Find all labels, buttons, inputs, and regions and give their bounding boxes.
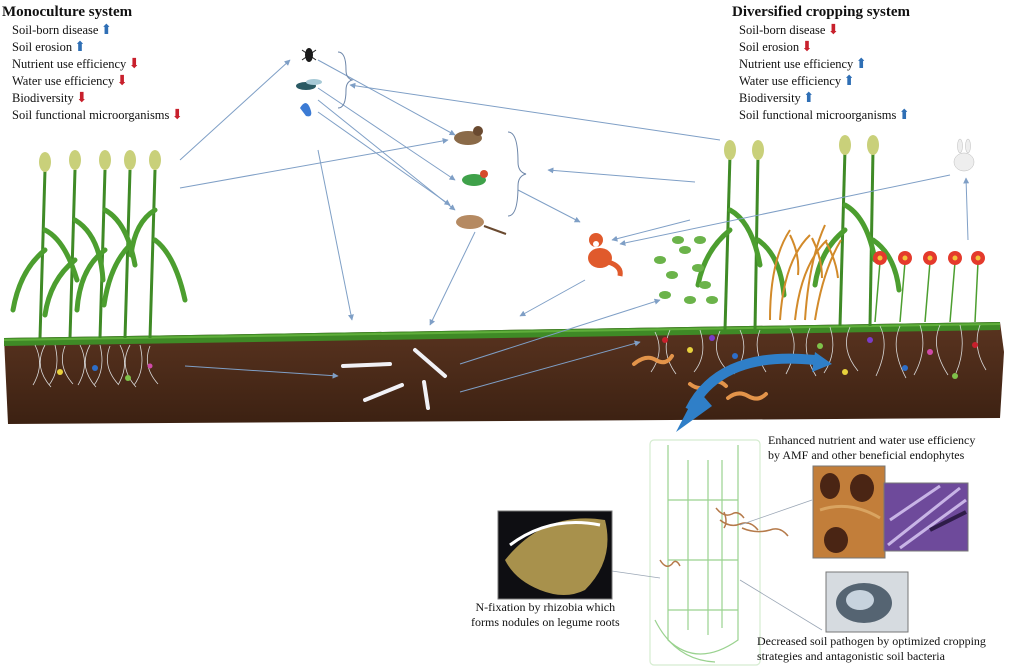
arrow-down-icon: ⬇ xyxy=(171,108,184,123)
diversified-effect-item: Soil functional microorganisms⬆ xyxy=(739,107,910,124)
monoculture-effect-item-label: Soil erosion xyxy=(12,40,73,54)
fox xyxy=(588,233,623,277)
bones xyxy=(341,348,447,410)
arrow-down-icon: ⬇ xyxy=(128,57,141,72)
pathogen-caption: Decreased soil pathogen by optimized cro… xyxy=(757,634,986,664)
pathogen-caption-line1: Decreased soil pathogen by optimized cro… xyxy=(757,634,986,648)
monoculture-title: Monoculture system xyxy=(2,4,133,20)
monoculture-effect-item: Soil-born disease⬆ xyxy=(12,22,183,39)
arrow-up-icon: ⬆ xyxy=(855,57,868,72)
arrow-up-icon: ⬆ xyxy=(898,108,911,123)
pathogen-caption-line2: strategies and antagonistic soil bacteri… xyxy=(757,649,945,663)
monoculture-effect-item: Water use efficiency⬇ xyxy=(12,73,183,90)
amf-caption-line1: Enhanced nutrient and water use efficien… xyxy=(768,433,976,447)
grouping-brackets xyxy=(337,51,527,217)
rhizobia-caption-line2: forms nodules on legume roots xyxy=(471,615,620,629)
diversified-effect-item-label: Water use efficiency xyxy=(739,74,842,88)
rabbit xyxy=(953,138,975,172)
monoculture-corn xyxy=(10,150,188,339)
rhizobia-caption-line1: N-fixation by rhizobia which xyxy=(475,600,616,614)
monoculture-effects-list: Soil-born disease⬆Soil erosion⬆Nutrient … xyxy=(12,22,183,124)
monoculture-effect-item-label: Nutrient use efficiency xyxy=(12,57,127,71)
arrow-down-icon: ⬇ xyxy=(75,91,88,106)
soil-layer xyxy=(3,322,1004,424)
arrow-down-icon: ⬇ xyxy=(801,40,813,55)
diversified-effect-item: Nutrient use efficiency⬆ xyxy=(739,56,910,73)
diversified-effect-item-label: Soil erosion xyxy=(739,40,800,54)
monoculture-effect-item-label: Soil-born disease xyxy=(12,23,99,37)
diversified-effects-list: Soil-born disease⬇Soil erosion⬇Nutrient … xyxy=(739,22,910,124)
monoculture-effect-item-label: Soil functional microorganisms xyxy=(12,108,170,122)
rhizobia-caption: N-fixation by rhizobia which forms nodul… xyxy=(471,600,620,630)
amf-caption: Enhanced nutrient and water use efficien… xyxy=(768,433,975,463)
arrow-up-icon: ⬆ xyxy=(843,74,855,89)
monoculture-effect-item: Nutrient use efficiency⬇ xyxy=(12,56,183,73)
birds xyxy=(454,126,507,235)
amf-caption-line2: by AMF and other beneficial endophytes xyxy=(768,448,965,462)
monoculture-roots xyxy=(32,344,159,388)
monoculture-effect-item-label: Water use efficiency xyxy=(12,74,115,88)
monoculture-effect-item: Soil erosion⬆ xyxy=(12,39,183,56)
monoculture-effect-item-label: Biodiversity xyxy=(12,91,74,105)
diversified-roots xyxy=(650,324,987,379)
food-web-links xyxy=(179,59,970,393)
diversified-effect-item-label: Nutrient use efficiency xyxy=(739,57,854,71)
microbe-dots xyxy=(57,335,978,381)
photo-soil-pathogen xyxy=(825,571,909,633)
photo-endophyte-stain xyxy=(883,482,969,552)
insects xyxy=(296,48,322,117)
photo-amf-spores xyxy=(812,465,886,559)
flower-strip xyxy=(873,251,985,323)
diversified-crops xyxy=(654,135,985,331)
arrow-up-icon: ⬆ xyxy=(802,91,815,106)
diversified-effect-item-label: Soil-born disease xyxy=(739,23,826,37)
diversified-effect-item: Soil erosion⬇ xyxy=(739,39,910,56)
diversified-effect-item: Water use efficiency⬆ xyxy=(739,73,910,90)
zoom-pointer-lines xyxy=(604,499,823,631)
zoom-arrow xyxy=(676,352,832,432)
monoculture-effect-item: Soil functional microorganisms⬇ xyxy=(12,107,183,124)
diversified-effect-item: Biodiversity⬆ xyxy=(739,90,910,107)
arrow-down-icon: ⬇ xyxy=(827,23,840,38)
root-cell-zoom xyxy=(649,439,761,666)
diversified-title: Diversified cropping system xyxy=(732,4,911,20)
photo-rhizobia-nodules xyxy=(497,510,613,600)
diversified-effect-item-label: Biodiversity xyxy=(739,91,801,105)
monoculture-effect-item: Biodiversity⬇ xyxy=(12,90,183,107)
diversified-effect-item-label: Soil functional microorganisms xyxy=(739,108,897,122)
hyphae-structures xyxy=(659,507,789,567)
arrow-up-icon: ⬆ xyxy=(74,40,86,55)
arrow-down-icon: ⬇ xyxy=(116,74,128,89)
diversified-effect-item: Soil-born disease⬇ xyxy=(739,22,910,39)
arrow-up-icon: ⬆ xyxy=(100,23,113,38)
